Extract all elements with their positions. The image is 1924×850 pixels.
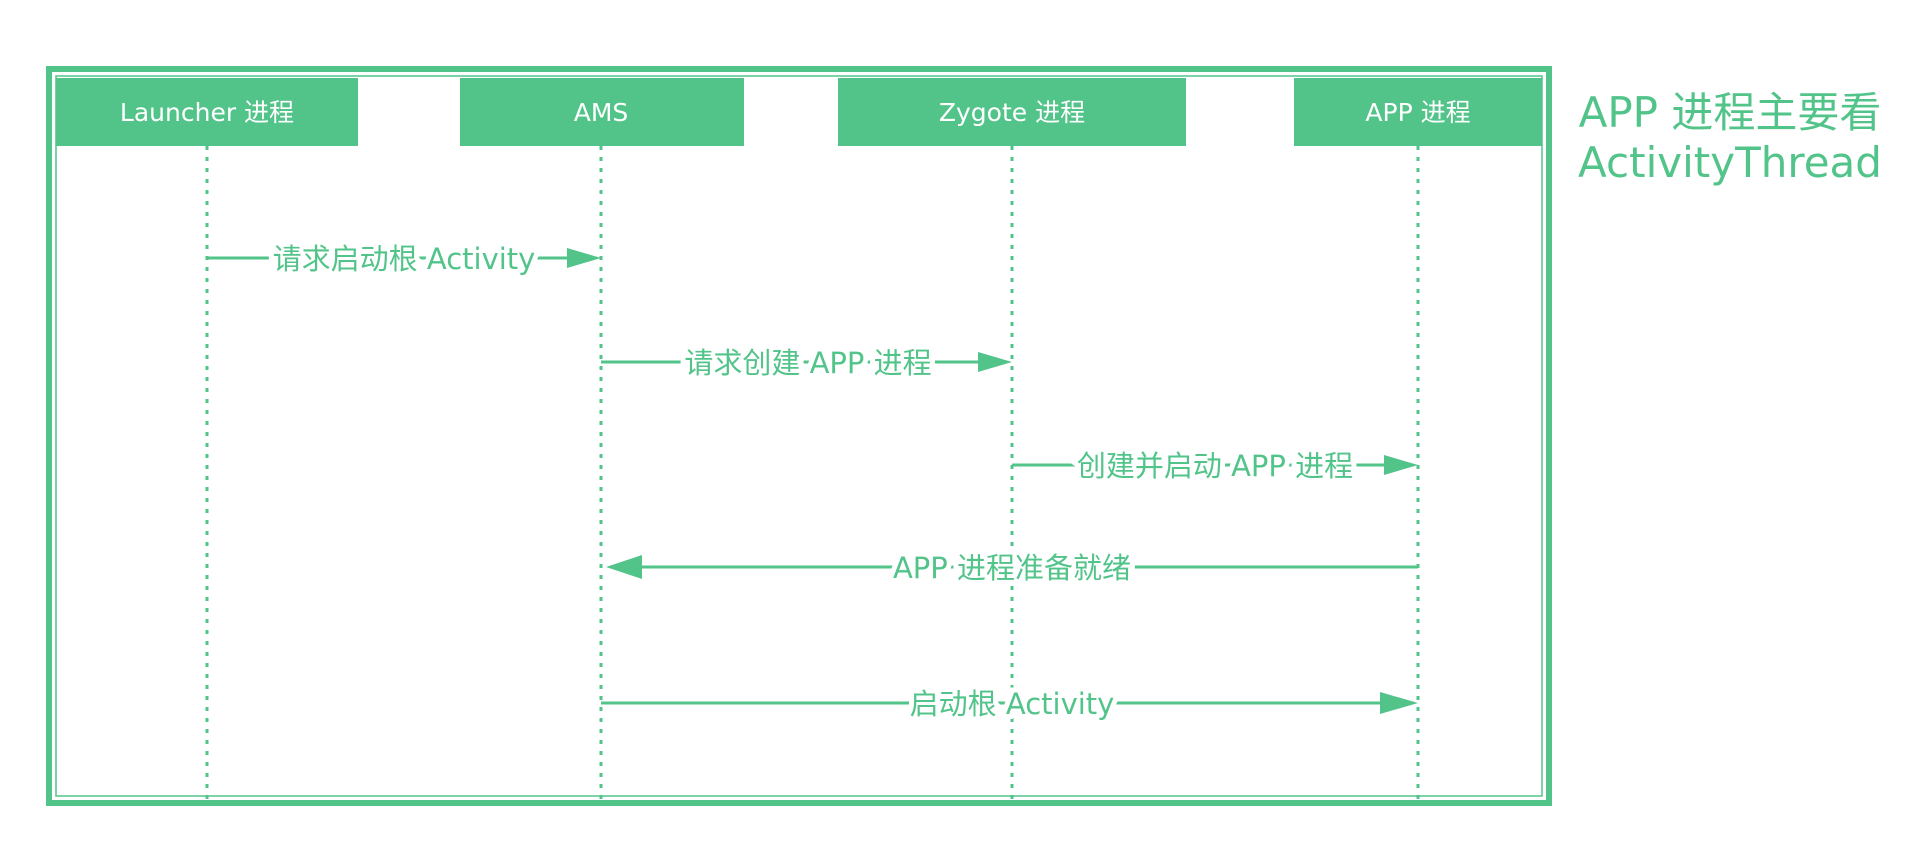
side-note-line-1: APP 进程主要看: [1578, 88, 1882, 137]
participant-zygote-label: Zygote 进程: [939, 98, 1085, 127]
diagram-frame-outer: [46, 66, 1552, 806]
participant-ams: AMS: [460, 78, 744, 146]
participant-launcher: Launcher 进程: [56, 78, 358, 146]
arrowhead-icon: [1384, 455, 1418, 475]
participant-app-label: APP 进程: [1365, 98, 1470, 127]
side-note: APP 进程主要看 ActivityThread: [1560, 88, 1900, 188]
arrowhead-icon: [567, 248, 601, 268]
message-request-start-root-activity: 请求启动根 Activity: [207, 237, 601, 281]
participant-ams-box: [460, 78, 744, 146]
side-note-line-2: ActivityThread: [1578, 138, 1882, 187]
participant-launcher-box: [56, 78, 358, 146]
participant-ams-label: AMS: [574, 98, 629, 127]
message-label: 启动根 Activity: [910, 687, 1115, 721]
arrowhead-icon: [1380, 692, 1418, 714]
message-create-and-start-app-process: 创建并启动 APP 进程: [1012, 444, 1418, 488]
participant-zygote: Zygote 进程: [838, 78, 1186, 146]
diagram-frame-inner: [55, 75, 1543, 797]
participant-app-box: [1294, 78, 1542, 146]
message-request-create-app-process: 请求创建 APP 进程: [601, 341, 1012, 385]
message-label: 请求启动根 Activity: [273, 242, 536, 276]
arrowhead-icon: [978, 352, 1012, 372]
arrowhead-icon: [606, 555, 642, 579]
participant-launcher-label: Launcher 进程: [120, 98, 294, 127]
participant-zygote-box: [838, 78, 1186, 146]
message-start-root-activity: 启动根 Activity: [601, 682, 1418, 726]
participant-app: APP 进程: [1294, 78, 1542, 146]
message-label: APP 进程准备就绪: [893, 551, 1131, 585]
message-label: 请求创建 APP 进程: [684, 346, 931, 380]
message-label: 创建并启动 APP 进程: [1077, 449, 1353, 483]
message-app-process-ready: APP 进程准备就绪: [606, 546, 1418, 590]
